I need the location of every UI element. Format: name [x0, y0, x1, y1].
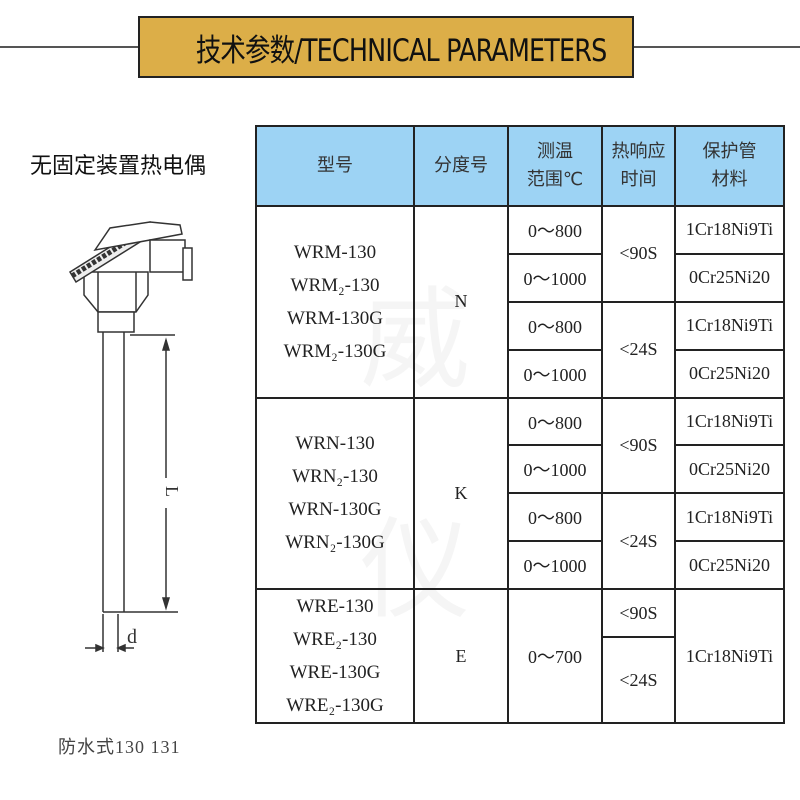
- table-row: <24S: [256, 636, 784, 725]
- section-banner: 技术参数/TECHNICAL PARAMETERS: [138, 16, 634, 78]
- header-model: 型号: [255, 125, 415, 207]
- material-cell: 1Cr18Ni9Ti: [674, 205, 785, 255]
- model-name: WRM-130: [293, 241, 377, 263]
- thermocouple-drawing: L d: [68, 220, 193, 653]
- protection-tube: [102, 332, 178, 613]
- material-cell: 0Cr25Ni20: [674, 540, 785, 591]
- material-cell: 1Cr18Ni9Ti: [674, 588, 785, 725]
- range-cell: 0～800: [507, 205, 603, 255]
- table-header-row: 型号 分度号 测温 范围℃ 热响应 时间 保护管 材料: [255, 125, 785, 207]
- table-row: 0～1000 0Cr25Ni20: [256, 348, 785, 399]
- response-cell: <24S: [601, 300, 676, 399]
- drawing-caption: 防水式130 131: [58, 737, 181, 757]
- model-name: WRN₂-130G: [285, 532, 385, 554]
- material-cell: 0Cr25Ni20: [674, 348, 785, 399]
- model-name: WRE₂-130: [293, 629, 377, 651]
- model-name: WRE₂-130G: [286, 695, 384, 717]
- range-cell: 0～700: [507, 588, 603, 725]
- model-name: WRM₂-130: [290, 274, 380, 296]
- model-name: WRN₂-130: [292, 466, 378, 488]
- range-cell: 0～1000: [507, 444, 603, 495]
- header-graduation: 分度号: [413, 125, 509, 207]
- range-cell: 0～800: [507, 396, 603, 447]
- terminal-head-icon: [68, 220, 193, 333]
- graduation-cell: E: [413, 588, 509, 725]
- material-cell: 0Cr25Ni20: [674, 444, 785, 495]
- diameter-dimension: [85, 614, 134, 653]
- model-name: WRM₂-130G: [283, 340, 387, 362]
- range-cell: 0～800: [507, 300, 603, 351]
- range-cell: 0～800: [507, 492, 603, 543]
- table-row: 0～1000 0Cr25Ni20: [256, 252, 785, 303]
- material-cell: 1Cr18Ni9Ti: [674, 396, 785, 447]
- banner-title: 技术参数/TECHNICAL PARAMETERS: [195, 32, 607, 69]
- response-cell: <24S: [601, 492, 676, 591]
- graduation-cell: K: [413, 396, 509, 591]
- header-material: 保护管 材料: [674, 125, 785, 207]
- length-dimension: [161, 337, 171, 611]
- response-cell: <24S: [601, 636, 676, 725]
- model-name: WRN-130G: [288, 499, 382, 521]
- length-label: L: [162, 486, 182, 497]
- header-rule-left: [0, 46, 138, 48]
- diameter-label: d: [127, 626, 137, 648]
- response-cell: <90S: [601, 396, 676, 495]
- material-cell: 1Cr18Ni9Ti: [674, 300, 785, 351]
- material-cell: 1Cr18Ni9Ti: [674, 492, 785, 543]
- response-cell: <90S: [601, 205, 676, 303]
- range-cell: 0～1000: [507, 348, 603, 399]
- range-cell: 0～1000: [507, 540, 603, 591]
- model-name: WRM-130G: [286, 307, 384, 329]
- response-cell: <90S: [601, 588, 676, 639]
- material-cell: 0Cr25Ni20: [674, 252, 785, 303]
- model-name: WRN-130: [295, 433, 375, 455]
- table-row: 0～1000 0Cr25Ni20: [256, 540, 785, 591]
- graduation-cell: N: [413, 205, 509, 399]
- header-range: 测温 范围℃: [507, 125, 603, 207]
- header-rule-right: [634, 46, 800, 48]
- table-row: 0～1000 0Cr25Ni20: [256, 444, 785, 495]
- header-response: 热响应 时间: [601, 125, 676, 207]
- model-name: WRE-130G: [289, 662, 381, 684]
- range-cell: 0～1000: [507, 252, 603, 303]
- product-subtitle: 无固定装置热电偶: [30, 154, 207, 179]
- model-name: WRE-130: [296, 596, 374, 618]
